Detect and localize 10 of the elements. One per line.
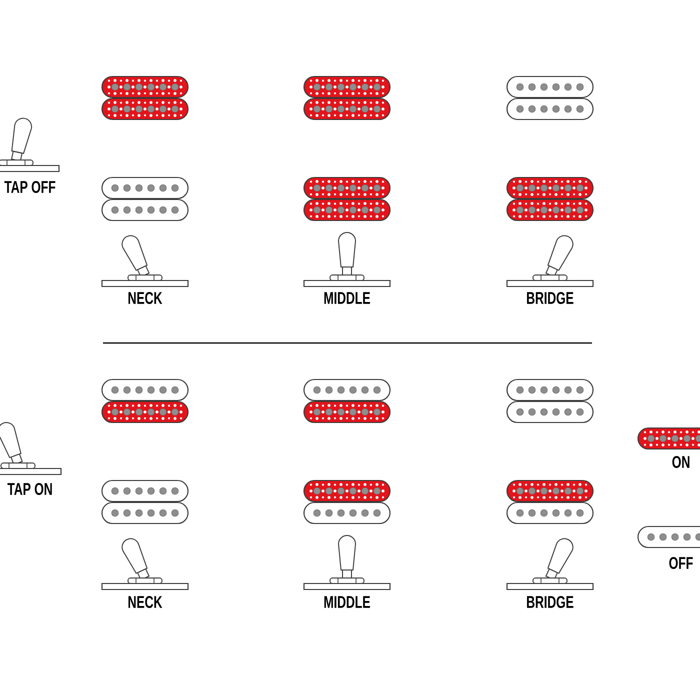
position-label: MIDDLE [324, 596, 370, 608]
position-label: BRIDGE [527, 596, 574, 608]
legend-label: ON [672, 456, 690, 468]
switch-label: TAP OFF [4, 180, 56, 194]
position-label: NECK [128, 596, 162, 608]
position-label: NECK [128, 292, 162, 304]
position-label: MIDDLE [324, 292, 370, 304]
legend-label: OFF [669, 556, 693, 570]
switch-label: TAP ON [7, 482, 52, 496]
position-label: BRIDGE [527, 292, 574, 304]
